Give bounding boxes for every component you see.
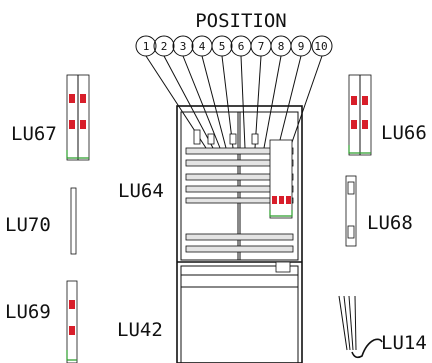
lu67-red-mark [69, 120, 75, 129]
lu66-fuse-switch [348, 74, 372, 156]
rail-device [229, 133, 237, 145]
lu66-red-mark [362, 120, 368, 129]
lu67-red-mark [69, 94, 75, 103]
label-lu66: LU66 [381, 122, 427, 144]
leader-line-10 [289, 55, 323, 149]
label-lu69: LU69 [5, 301, 51, 323]
mounted-fuse-red-mark [279, 196, 284, 204]
leader-line-8 [263, 55, 282, 149]
lu69-fuse-switch [66, 280, 78, 363]
lu67-fuse-switch [66, 74, 90, 161]
position-number-8: 8 [278, 40, 285, 53]
lu69-body [66, 280, 78, 363]
lu66-green-mark [348, 145, 371, 154]
switchgear-cabinet [176, 105, 303, 363]
label-lu67: LU67 [11, 123, 57, 145]
lu69-green-mark [66, 350, 77, 361]
rail-device [207, 133, 215, 145]
lu66-red-mark [362, 96, 368, 105]
position-title: POSITION [195, 10, 287, 32]
cabinet-outer-frame [176, 105, 303, 363]
lu14-cable-curve [351, 338, 383, 359]
rail-device [193, 129, 201, 145]
lu69-red-mark [69, 300, 75, 309]
leader-line-7 [254, 55, 262, 149]
lu66-red-mark [351, 120, 357, 129]
rail-device [251, 133, 259, 145]
bottom-terminal [275, 261, 291, 273]
lower-busbar-rail-2 [185, 245, 294, 253]
mounted-fuse-red-mark [286, 196, 291, 204]
label-lu42: LU42 [117, 319, 163, 341]
position-circle-1 [135, 35, 157, 57]
busbar-rail-2 [185, 159, 294, 167]
leader-line-9 [277, 55, 302, 149]
position-number-9: 9 [298, 40, 305, 53]
lu67-red-mark [80, 120, 86, 129]
position-number-2: 2 [161, 40, 168, 53]
mounted-fuse-green-mark [269, 210, 293, 217]
busbar-rail-1 [185, 147, 294, 155]
position-circle-10 [311, 35, 333, 57]
busbar-rail-5 [185, 197, 294, 204]
busbar-rail-3 [185, 173, 294, 181]
position-number-6: 6 [238, 40, 245, 53]
position-number-7: 7 [258, 40, 265, 53]
label-lu70: LU70 [5, 214, 51, 236]
position-markers: 1 2 3 4 5 6 7 8 9 10 [135, 35, 333, 149]
position-circle-3 [172, 35, 194, 57]
mounted-fuse-red-mark [272, 196, 277, 204]
leader-line-2 [163, 55, 214, 149]
lu69-red-mark [69, 326, 75, 335]
mounted-fuse-switch [269, 139, 293, 219]
lu67-red-mark [80, 94, 86, 103]
lu68-device [345, 175, 357, 247]
label-lu64: LU64 [118, 180, 164, 202]
position-number-3: 3 [180, 40, 187, 53]
leader-line-6 [240, 55, 246, 149]
position-circle-5 [211, 35, 233, 57]
leader-line-5 [221, 55, 234, 149]
position-circle-2 [153, 35, 175, 57]
leader-line-4 [201, 55, 227, 149]
position-number-10: 10 [314, 40, 327, 53]
position-circle-9 [290, 35, 312, 57]
label-lu14: LU14 [381, 332, 427, 354]
leader-line-3 [182, 55, 221, 149]
lu67-green-mark [66, 150, 89, 159]
lu70-strip [70, 187, 77, 255]
position-number-1: 1 [143, 40, 150, 53]
lu14-cable-set [338, 295, 383, 359]
label-lu68: LU68 [367, 212, 413, 234]
lu66-red-mark [351, 96, 357, 105]
position-number-4: 4 [199, 40, 206, 53]
position-number-5: 5 [219, 40, 226, 53]
lower-busbar-rail-1 [185, 233, 294, 241]
busbar-rail-4 [185, 185, 294, 193]
lu68-body [345, 175, 357, 247]
cabinet-lower-compartment [180, 265, 299, 363]
